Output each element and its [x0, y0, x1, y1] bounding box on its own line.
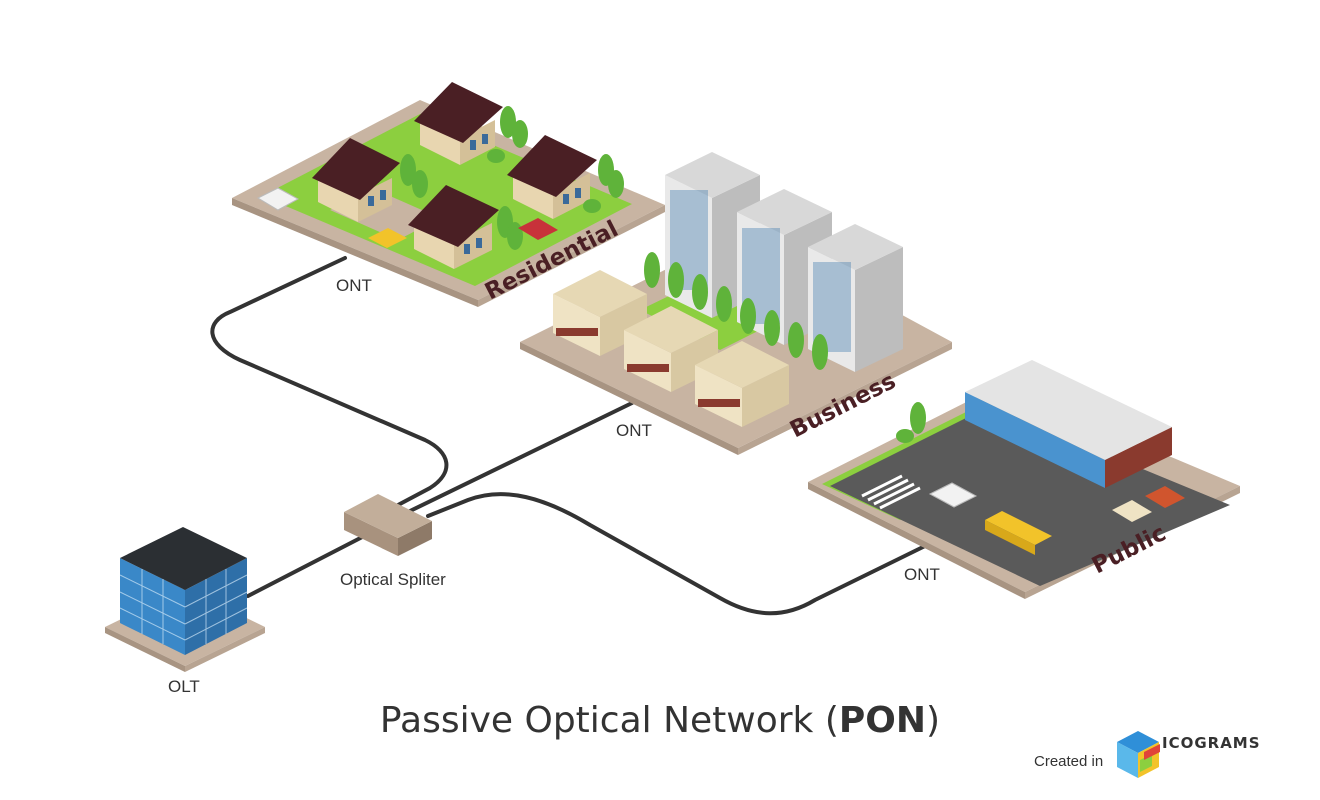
tower-3 — [808, 224, 903, 372]
house-3 — [507, 135, 597, 219]
house-4 — [408, 185, 499, 269]
olt-label: OLT — [168, 677, 200, 696]
title-end: ) — [926, 700, 941, 741]
title-bold-acronym: PON — [838, 700, 927, 741]
public-trees — [896, 402, 926, 443]
ont-label-residential: ONT — [336, 276, 372, 295]
cable-splitter-business — [406, 401, 634, 514]
car-red — [518, 218, 558, 240]
public-building — [965, 360, 1172, 488]
ont-label-public: ONT — [904, 565, 940, 584]
house-2 — [414, 82, 503, 165]
olt-building — [105, 527, 265, 672]
created-in-label: Created in — [1034, 753, 1104, 770]
crosswalk — [861, 474, 921, 510]
fiber-cables — [210, 256, 927, 616]
public-cars — [928, 482, 1185, 522]
cable-splitter-residential — [210, 256, 449, 507]
residential-block — [232, 82, 665, 307]
diagram-title: Passive Optical Network (PON) — [0, 700, 1320, 741]
low-building-1 — [553, 270, 647, 356]
car-yellow — [368, 228, 407, 248]
bus — [985, 511, 1052, 555]
optical-splitter-box — [344, 494, 432, 556]
title-text: Passive Optical Network ( — [379, 700, 839, 741]
low-building-3 — [695, 341, 789, 427]
low-building-2 — [624, 306, 718, 392]
splitter-label: Optical Spliter — [340, 570, 446, 589]
house-1 — [312, 138, 400, 222]
icograms-brand-text: ICOGRAMS — [1162, 734, 1261, 752]
public-block — [808, 360, 1240, 599]
business-trees — [644, 252, 828, 370]
cable-olt-splitter — [246, 530, 374, 598]
icograms-logo-icon — [1117, 731, 1160, 778]
car-white — [256, 187, 300, 211]
ont-label-business: ONT — [616, 421, 652, 440]
business-block — [520, 152, 952, 455]
cable-splitter-public — [426, 492, 927, 616]
residential-trees — [400, 106, 624, 250]
